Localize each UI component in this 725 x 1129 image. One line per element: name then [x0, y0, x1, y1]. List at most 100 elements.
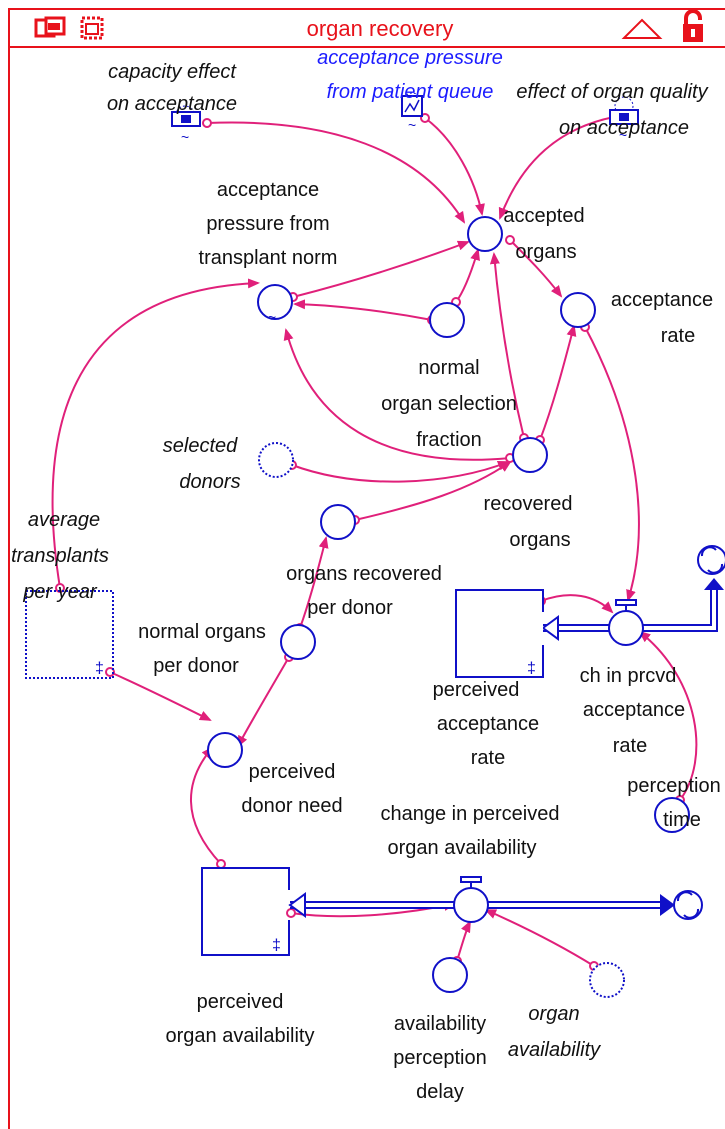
- aux-normal-organs-per-donor[interactable]: [280, 624, 316, 660]
- shadow-organ-availability[interactable]: [589, 962, 625, 998]
- label-ch-prcvd-acceptance-rate: ch in prcvd acceptance rate: [580, 665, 686, 757]
- label-line: per donor: [307, 597, 393, 619]
- label-line: per year: [22, 581, 98, 603]
- label-line: perceived: [433, 679, 520, 701]
- label-line: organ availability: [166, 1025, 315, 1047]
- aux-acceptance-pressure-transplant-norm[interactable]: [257, 284, 293, 320]
- label-capacity-effect: capacity effect on acceptance: [107, 61, 237, 115]
- link-organ-availability-to-change: [484, 909, 595, 967]
- link-selected-donors-to-recovered: [291, 461, 510, 483]
- label-line: organ availability: [388, 837, 537, 859]
- triangle-up-icon[interactable]: [620, 14, 664, 42]
- title-bar-divider: [8, 46, 725, 48]
- label-line: rate: [471, 747, 505, 769]
- label-line: acceptance: [217, 179, 319, 201]
- aux-accepted-organs[interactable]: [467, 216, 503, 252]
- label-line: availability: [508, 1039, 601, 1061]
- label-line: on acceptance: [559, 117, 689, 139]
- label-line: acceptance: [611, 289, 713, 311]
- label-line: perception: [627, 775, 720, 797]
- label-line: selected: [163, 435, 238, 457]
- tilde-marker: ~: [268, 309, 276, 325]
- link-rate-to-ch-prcvd: [584, 326, 640, 602]
- label-line: normal: [418, 357, 479, 379]
- link-avg-transplants-to-need: [109, 671, 212, 721]
- stock-perceived-organ-availability[interactable]: ‡: [201, 867, 290, 956]
- frame-left-border: [8, 8, 10, 1129]
- label-line: transplant norm: [199, 247, 338, 269]
- dotted-window-icon[interactable]: [78, 14, 106, 42]
- svg-text:‡: ‡: [272, 937, 281, 954]
- slider-input-icon[interactable]: ~: [171, 105, 201, 145]
- aux-perception-time[interactable]: [654, 797, 690, 833]
- label-line: availability: [394, 1013, 486, 1035]
- graph-input-icon[interactable]: ~: [401, 92, 423, 133]
- link-capacity-to-accepted: [206, 121, 466, 224]
- windows-icon[interactable]: [34, 14, 70, 42]
- label-line: pressure from: [206, 213, 329, 235]
- label-line: capacity effect: [108, 61, 237, 83]
- aux-perceived-donor-need[interactable]: [207, 732, 243, 768]
- link-norm-to-accepted: [292, 240, 470, 298]
- label-line: rate: [661, 325, 695, 347]
- label-perceived-acceptance-rate: perceived acceptance rate: [433, 679, 540, 769]
- svg-text:~: ~: [408, 117, 416, 133]
- aux-recovered-organs[interactable]: [512, 437, 548, 473]
- label-perceived-organ-availability: perceived organ availability: [166, 991, 315, 1047]
- label-line: change in perceived: [380, 803, 559, 825]
- stock-average-transplants-per-year[interactable]: ‡: [25, 590, 114, 679]
- label-line: from patient queue: [327, 81, 494, 103]
- label-acceptance-pressure-patient-queue: acceptance pressure from patient queue: [317, 47, 503, 103]
- view-title: organ recovery: [306, 16, 454, 41]
- label-line: ch in prcvd: [580, 665, 677, 687]
- label-perception-time: perception time: [627, 775, 720, 831]
- link-selection-to-accepted: [455, 248, 480, 303]
- link-recovered-to-accepted: [489, 252, 525, 439]
- label-perceived-donor-need: perceived donor need: [241, 761, 342, 817]
- label-line: time: [663, 809, 701, 831]
- label-line: on acceptance: [107, 93, 237, 115]
- label-line: acceptance: [583, 699, 685, 721]
- label-effect-organ-quality: effect of organ quality on acceptance: [516, 81, 708, 139]
- label-line: delay: [416, 1081, 464, 1103]
- aux-normal-organ-selection-fraction[interactable]: [429, 302, 465, 338]
- aux-availability-perception-delay[interactable]: [432, 957, 468, 993]
- svg-text:~: ~: [181, 129, 189, 145]
- shadow-selected-donors[interactable]: [258, 442, 294, 478]
- stock-perceived-acceptance-rate[interactable]: ‡: [455, 589, 544, 678]
- label-line: organ: [528, 1003, 579, 1025]
- valve-ch-prcvd-acceptance-rate[interactable]: [608, 599, 644, 646]
- label-accepted-organs: accepted organs: [503, 205, 584, 263]
- label-line: effect of organ quality: [516, 81, 708, 103]
- aux-acceptance-rate[interactable]: [560, 292, 596, 328]
- link-recovered-to-rate: [539, 324, 577, 441]
- label-line: perceived: [249, 761, 336, 783]
- slider-input-icon[interactable]: ~: [609, 96, 639, 143]
- label-line: rate: [613, 735, 647, 757]
- svg-text:‡: ‡: [527, 660, 536, 677]
- svg-text:~: ~: [619, 127, 627, 143]
- label-acceptance-rate: acceptance rate: [611, 289, 713, 347]
- label-recovered-organs: recovered organs: [484, 493, 573, 551]
- label-line: perception: [393, 1047, 486, 1069]
- link-per-donor-to-recovered: [354, 460, 512, 521]
- label-line: accepted: [503, 205, 584, 227]
- cloud-icon: [697, 545, 725, 590]
- label-line: perceived: [197, 991, 284, 1013]
- link-accepted-to-rate: [509, 239, 563, 298]
- label-line: acceptance: [437, 713, 539, 735]
- link-perceived-rate-to-ch: [540, 594, 614, 614]
- unlocked-padlock-icon[interactable]: [678, 10, 708, 44]
- aux-organs-recovered-per-donor[interactable]: [320, 504, 356, 540]
- link-availability-to-need: [190, 746, 222, 865]
- label-line: organs: [515, 241, 576, 263]
- link-selection-to-norm: [293, 299, 433, 321]
- valve-change-perceived-availability[interactable]: [453, 876, 489, 923]
- label-line: organ selection: [381, 393, 517, 415]
- link-quality-to-accepted: [498, 116, 615, 220]
- label-line: average: [28, 509, 100, 531]
- label-line: donor need: [241, 795, 342, 817]
- link-normal-per-donor-to-per-donor: [299, 536, 329, 629]
- label-change-perceived-availability: change in perceived organ availability: [380, 803, 559, 859]
